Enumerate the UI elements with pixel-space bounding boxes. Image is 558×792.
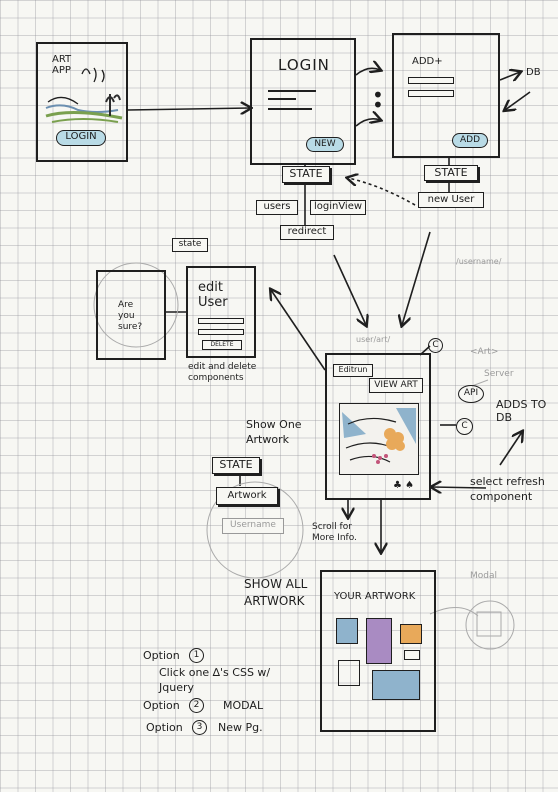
view-art-button[interactable]: VIEW ART <box>369 378 423 393</box>
edit-caption: edit and delete components <box>188 362 257 383</box>
show-all-note: SHOW ALL ARTWORK <box>244 577 308 608</box>
option-number: 1 <box>189 648 204 663</box>
scroll-note: Scroll for More Info. <box>312 522 357 543</box>
user-icons: ♣ ♠ <box>393 480 415 491</box>
option-number: 2 <box>189 698 204 713</box>
artwork-state-title: STATE <box>212 457 260 474</box>
gallery-title: YOUR ARTWORK <box>334 591 416 602</box>
option-number: 3 <box>192 720 207 735</box>
login-field-line <box>268 98 296 100</box>
state-prop-artwork: Artwork <box>216 487 278 505</box>
add-state-title: STATE <box>424 165 478 181</box>
component-marker-side: C <box>456 418 473 435</box>
ellipsis-dots: •• <box>372 83 384 117</box>
landscape-icon <box>45 67 123 123</box>
edit-user-title: edit User <box>198 280 228 310</box>
db-label: DB <box>526 67 541 78</box>
add-button[interactable]: ADD <box>452 133 488 148</box>
splash-screen: ART APP LOGIN <box>36 42 128 162</box>
login-field-line <box>268 90 316 92</box>
faint-far-label: /username/ <box>456 257 502 266</box>
gallery-tile[interactable] <box>400 624 422 644</box>
gallery-tile[interactable] <box>372 670 420 700</box>
faint-modal-label: Modal <box>470 571 497 581</box>
state-prop-users: users <box>256 200 298 215</box>
adds-to-db-note: ADDS TO DB <box>496 398 547 424</box>
confirm-text: Are you sure? <box>118 300 143 332</box>
add-title: ADD+ <box>412 56 443 67</box>
option-text: Click one ∆'s CSS w/ Jquery <box>159 666 271 694</box>
faint-top-label: user/art/ <box>356 335 391 344</box>
state-prop-username-faint: Username <box>222 518 284 534</box>
splash-login-button[interactable]: LOGIN <box>56 130 106 146</box>
option-3: Option 3 New Pg. <box>146 720 306 738</box>
state-prop-redirect: redirect <box>280 225 334 240</box>
login-screen: LOGIN NEW <box>250 38 356 165</box>
login-state-title: STATE <box>282 166 330 183</box>
new-button[interactable]: NEW <box>306 137 344 152</box>
option-label: Option <box>143 699 180 712</box>
login-field-line <box>268 108 312 110</box>
artwork-painting <box>342 408 416 464</box>
artwork-image <box>339 403 419 475</box>
gallery-tile[interactable] <box>366 618 392 664</box>
faint-art-label: <Art> <box>470 347 499 357</box>
editrun-label: Editrun <box>333 364 373 377</box>
edit-state-title: state <box>172 238 208 252</box>
add-input-field[interactable] <box>408 90 454 97</box>
gallery-tile[interactable] <box>336 618 358 644</box>
api-marker: API <box>458 385 484 403</box>
component-marker-top: C <box>428 338 443 353</box>
add-input-field[interactable] <box>408 77 454 84</box>
option-2: Option 2 MODAL <box>143 698 303 716</box>
confirm-screen: Are you sure? <box>96 270 166 360</box>
option-text: MODAL <box>223 699 264 712</box>
delete-button[interactable]: DELETE <box>202 340 242 350</box>
show-one-note: Show One Artwork <box>246 418 302 446</box>
option-1: Option 1 Click one ∆'s CSS w/ Jquery <box>143 648 303 694</box>
login-title: LOGIN <box>278 56 330 74</box>
state-prop-new-user: new User <box>418 192 484 208</box>
gallery-tile[interactable] <box>404 650 420 660</box>
option-label: Option <box>143 649 180 662</box>
edit-input-field[interactable] <box>198 329 244 335</box>
add-screen: ADD+ ADD <box>392 33 500 158</box>
faint-server-label: Server <box>484 369 514 379</box>
gallery-screen: YOUR ARTWORK <box>320 570 436 732</box>
option-label: Option <box>146 721 183 734</box>
edit-user-screen: edit User DELETE <box>186 266 256 358</box>
splash-title: ART APP <box>52 54 72 76</box>
option-text: New Pg. <box>218 721 263 734</box>
view-art-screen: Editrun VIEW ART ♣ ♠ <box>325 353 431 500</box>
gallery-tile[interactable] <box>338 660 360 686</box>
select-refresh-note: select refresh component <box>470 475 545 503</box>
state-prop-loginview: loginView <box>310 200 366 215</box>
edit-input-field[interactable] <box>198 318 244 324</box>
